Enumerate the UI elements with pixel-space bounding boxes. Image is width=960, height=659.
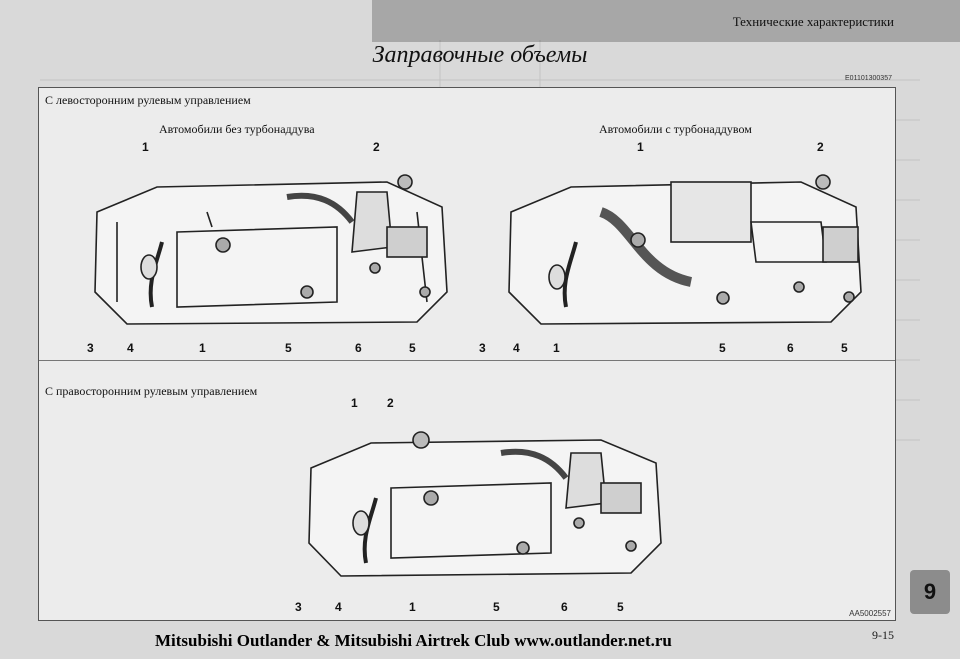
engine-bay-figure: С левосторонним рулевым управлением Авто…: [38, 87, 896, 621]
engine-diagram-turbo: [508, 174, 862, 325]
reference-code: E01101300357: [845, 75, 892, 82]
callout-1b-turbo: 1: [553, 341, 560, 355]
callout-2: 2: [373, 140, 380, 154]
page-number: 9-15: [872, 628, 894, 642]
callout-1b-rhd: 1: [409, 600, 416, 614]
callout-4-rhd: 4: [335, 600, 342, 614]
chapter-tab: 9: [910, 570, 950, 614]
callout-6-turbo: 6: [787, 341, 794, 355]
no-turbo-label: Автомобили без турбонаддува: [159, 122, 315, 136]
callout-6-rhd: 6: [561, 600, 568, 614]
callout-3-rhd: 3: [295, 600, 302, 614]
callout-1: 1: [142, 140, 149, 154]
callout-5-rhd: 5: [493, 600, 500, 614]
turbo-label: Автомобили с турбонаддувом: [599, 122, 752, 136]
callout-4-turbo: 4: [513, 341, 520, 355]
callout-4: 4: [127, 341, 134, 355]
callout-3-turbo: 3: [479, 341, 486, 355]
callout-6: 6: [355, 341, 362, 355]
callout-1b: 1: [199, 341, 206, 355]
header-bar: [372, 0, 960, 42]
rhd-section-label: С правосторонним рулевым управлением: [45, 384, 258, 398]
section-divider: [39, 360, 895, 361]
page-title: Заправочные объемы: [372, 42, 588, 68]
callout-2-turbo: 2: [817, 140, 824, 154]
engine-diagram-rhd: [308, 431, 662, 577]
lhd-section-label: С левосторонним рулевым управлением: [45, 93, 251, 107]
callout-5b-turbo: 5: [841, 341, 848, 355]
callout-5: 5: [285, 341, 292, 355]
engine-diagram-no-turbo: [94, 174, 448, 325]
callout-1-rhd: 1: [351, 396, 358, 410]
callout-5b-rhd: 5: [617, 600, 624, 614]
figure-code: AA5002557: [849, 609, 891, 618]
callout-5b: 5: [409, 341, 416, 355]
callout-1-turbo: 1: [637, 140, 644, 154]
footer-text: Mitsubishi Outlander & Mitsubishi Airtre…: [155, 631, 672, 650]
callout-5-turbo: 5: [719, 341, 726, 355]
callout-3: 3: [87, 341, 94, 355]
header-title: Технические характеристики: [732, 14, 894, 29]
callout-2-rhd: 2: [387, 396, 394, 410]
